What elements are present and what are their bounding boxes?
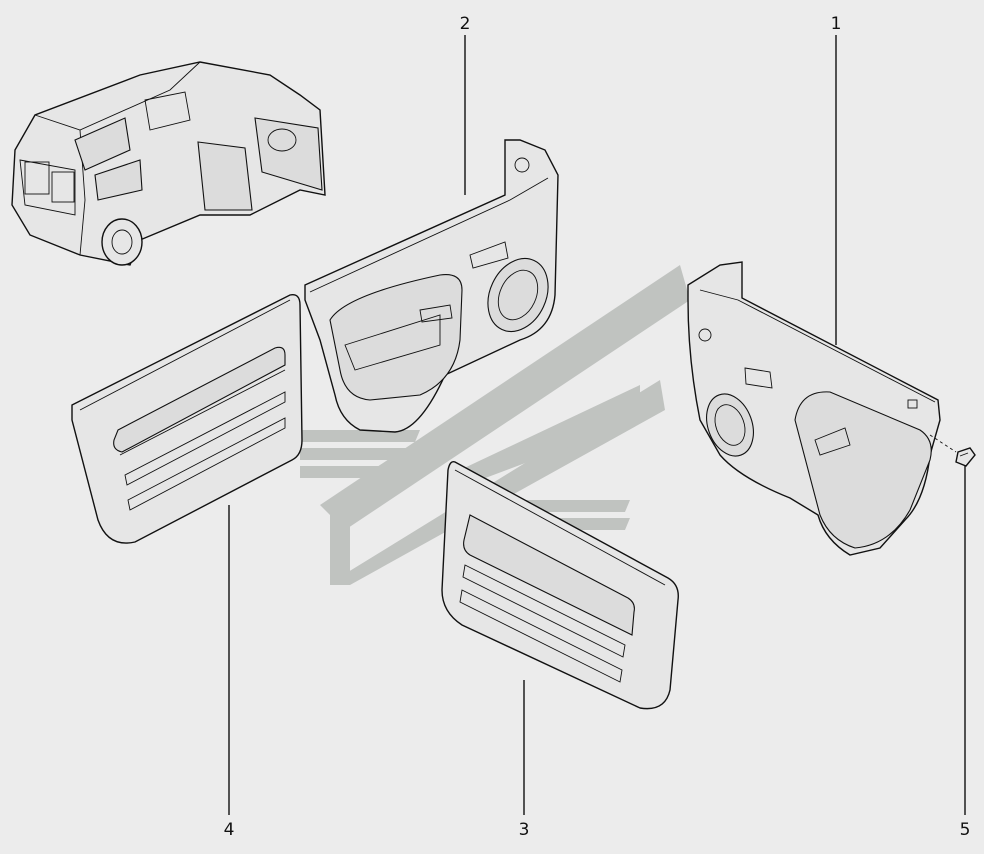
callout-3: 3: [519, 820, 530, 840]
part-4-rear-door-panel-left: [71, 294, 303, 544]
callout-labels: 1 2 3 4 5: [224, 14, 971, 840]
callout-5: 5: [960, 820, 971, 840]
callout-1: 1: [831, 14, 842, 34]
vehicle-overview: [11, 61, 326, 266]
callout-2: 2: [460, 14, 471, 34]
part-1-front-door-trim-panel-right: [687, 261, 941, 556]
part-3-rear-door-panel-center: [441, 460, 679, 710]
part-2-front-door-trim-panel: [304, 139, 559, 433]
callout-4: 4: [224, 820, 235, 840]
part-5-clip: [929, 434, 976, 467]
leader-lines: [228, 35, 966, 815]
